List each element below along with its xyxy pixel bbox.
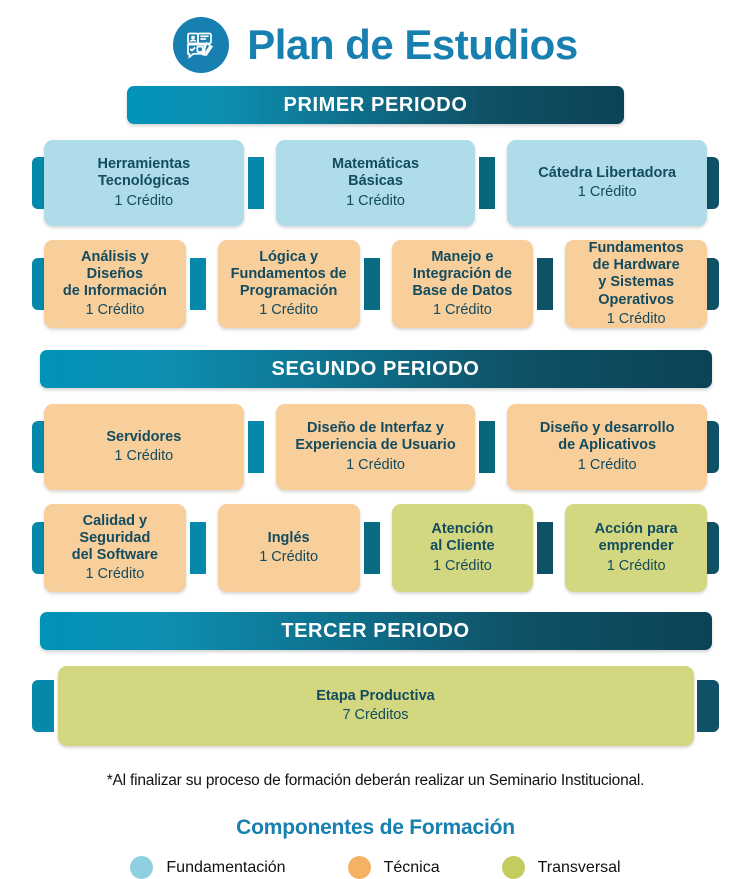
course-credits: 1 Crédito bbox=[577, 456, 637, 473]
legend-dot-icon bbox=[347, 856, 371, 879]
legend: Fundamentación Técnica Transversal bbox=[0, 856, 751, 879]
course-name: Análisis y Diseños de Información bbox=[62, 248, 167, 299]
course-card[interactable]: Diseño de Interfaz y Experiencia de Usua… bbox=[275, 404, 476, 490]
legend-dot-icon bbox=[130, 856, 154, 879]
period-header-segundo: SEGUNDO PERIODO bbox=[39, 350, 712, 388]
period-header-tercer: TERCER PERIODO bbox=[39, 612, 712, 650]
course-card[interactable]: Manejo e Integración de Base de Datos 1 … bbox=[391, 240, 534, 328]
legend-dot-icon bbox=[501, 856, 525, 879]
page-title: Plan de Estudios bbox=[247, 21, 578, 68]
course-name: Servidores bbox=[106, 428, 182, 445]
legend-item-tecnica: Técnica bbox=[347, 856, 440, 879]
course-credits: 7 Créditos bbox=[342, 706, 409, 723]
period-bar-wrap-3: TERCER PERIODO bbox=[0, 612, 751, 650]
row-edge-tab-right bbox=[697, 680, 719, 732]
course-card[interactable]: Herramientas Tecnológicas 1 Crédito bbox=[44, 140, 244, 226]
course-connector bbox=[363, 258, 384, 310]
course-name: Lógica y Fundamentos de Programación bbox=[230, 248, 347, 299]
legend-label: Técnica bbox=[383, 858, 440, 876]
course-credits: 1 Crédito bbox=[114, 192, 174, 209]
course-row: Servidores 1 Crédito Diseño de Interfaz … bbox=[0, 404, 751, 490]
course-name: Etapa Productiva bbox=[316, 687, 435, 704]
period-bar-wrap-1: PRIMER PERIODO bbox=[0, 86, 751, 124]
course-row: Etapa Productiva 7 Créditos bbox=[0, 666, 751, 746]
course-credits: 1 Crédito bbox=[259, 302, 319, 319]
course-card[interactable]: Diseño y desarrollo de Aplicativos 1 Cré… bbox=[507, 404, 708, 490]
legend-title: Componentes de Formación bbox=[236, 816, 515, 839]
course-credits: 1 Crédito bbox=[606, 310, 666, 327]
course-name: Calidad y Seguridad del Software bbox=[71, 512, 158, 563]
course-name: Acción para emprender bbox=[594, 521, 678, 555]
legend-item-transversal: Transversal bbox=[501, 856, 621, 879]
course-name: Diseño de Interfaz y Experiencia de Usua… bbox=[295, 420, 456, 454]
legend-item-fundamentacion: Fundamentación bbox=[130, 856, 286, 879]
course-card[interactable]: Fundamentos de Hardware y Sistemas Opera… bbox=[565, 240, 707, 328]
course-credits: 1 Crédito bbox=[432, 557, 492, 574]
course-credits: 1 Crédito bbox=[85, 566, 145, 583]
footnote: *Al finalizar su proceso de formación de… bbox=[106, 772, 645, 789]
course-name: Diseño y desarrollo de Aplicativos bbox=[539, 420, 675, 454]
course-card[interactable]: Calidad y Seguridad del Software 1 Crédi… bbox=[44, 504, 186, 592]
course-connector bbox=[363, 522, 384, 574]
course-card[interactable]: Acción para emprender 1 Crédito bbox=[565, 504, 707, 592]
course-credits: 1 Crédito bbox=[606, 557, 666, 574]
course-name: Fundamentos de Hardware y Sistemas Opera… bbox=[588, 240, 684, 308]
course-credits: 1 Crédito bbox=[114, 447, 174, 464]
course-card[interactable]: Etapa Productiva 7 Créditos bbox=[57, 666, 694, 746]
course-card[interactable]: Inglés 1 Crédito bbox=[217, 504, 360, 592]
course-card[interactable]: Servidores 1 Crédito bbox=[44, 404, 244, 490]
legend-label: Transversal bbox=[537, 858, 621, 876]
course-card[interactable]: Lógica y Fundamentos de Programación 1 C… bbox=[217, 240, 360, 328]
course-name: Matemáticas Básicas bbox=[331, 156, 420, 190]
row-edge-tab-left bbox=[32, 680, 54, 732]
page-header: Plan de Estudios bbox=[0, 0, 751, 76]
course-credits: 1 Crédito bbox=[346, 456, 405, 473]
period-bar-wrap-2: SEGUNDO PERIODO bbox=[0, 350, 751, 388]
course-credits: 1 Crédito bbox=[577, 183, 637, 200]
document-checklist-pencil-icon bbox=[173, 17, 230, 73]
course-credits: 1 Crédito bbox=[346, 192, 405, 209]
course-row: Herramientas Tecnológicas 1 Crédito Mate… bbox=[0, 140, 751, 226]
course-name: Atención al Cliente bbox=[430, 521, 495, 555]
course-card[interactable]: Cátedra Libertadora 1 Crédito bbox=[507, 140, 708, 226]
course-credits: 1 Crédito bbox=[259, 548, 319, 565]
period-header-primer: PRIMER PERIODO bbox=[127, 86, 624, 124]
course-row: Análisis y Diseños de Información 1 Créd… bbox=[0, 240, 751, 328]
course-connector bbox=[247, 157, 268, 209]
legend-label: Fundamentación bbox=[166, 858, 286, 876]
course-connector bbox=[479, 421, 499, 473]
course-name: Inglés bbox=[267, 529, 310, 546]
course-credits: 1 Crédito bbox=[432, 302, 492, 319]
course-card[interactable]: Análisis y Diseños de Información 1 Créd… bbox=[44, 240, 186, 328]
course-card[interactable]: Matemáticas Básicas 1 Crédito bbox=[275, 140, 476, 226]
course-connector bbox=[189, 522, 210, 574]
course-row: Calidad y Seguridad del Software 1 Crédi… bbox=[0, 504, 751, 592]
course-name: Herramientas Tecnológicas bbox=[97, 156, 191, 190]
course-name: Manejo e Integración de Base de Datos bbox=[412, 248, 513, 299]
course-name: Cátedra Libertadora bbox=[538, 164, 677, 181]
course-connector bbox=[189, 258, 210, 310]
course-connector bbox=[247, 421, 268, 473]
course-card[interactable]: Atención al Cliente 1 Crédito bbox=[391, 504, 534, 592]
course-connector bbox=[537, 522, 557, 574]
course-credits: 1 Crédito bbox=[85, 302, 145, 319]
course-connector bbox=[479, 157, 499, 209]
course-connector bbox=[537, 258, 557, 310]
